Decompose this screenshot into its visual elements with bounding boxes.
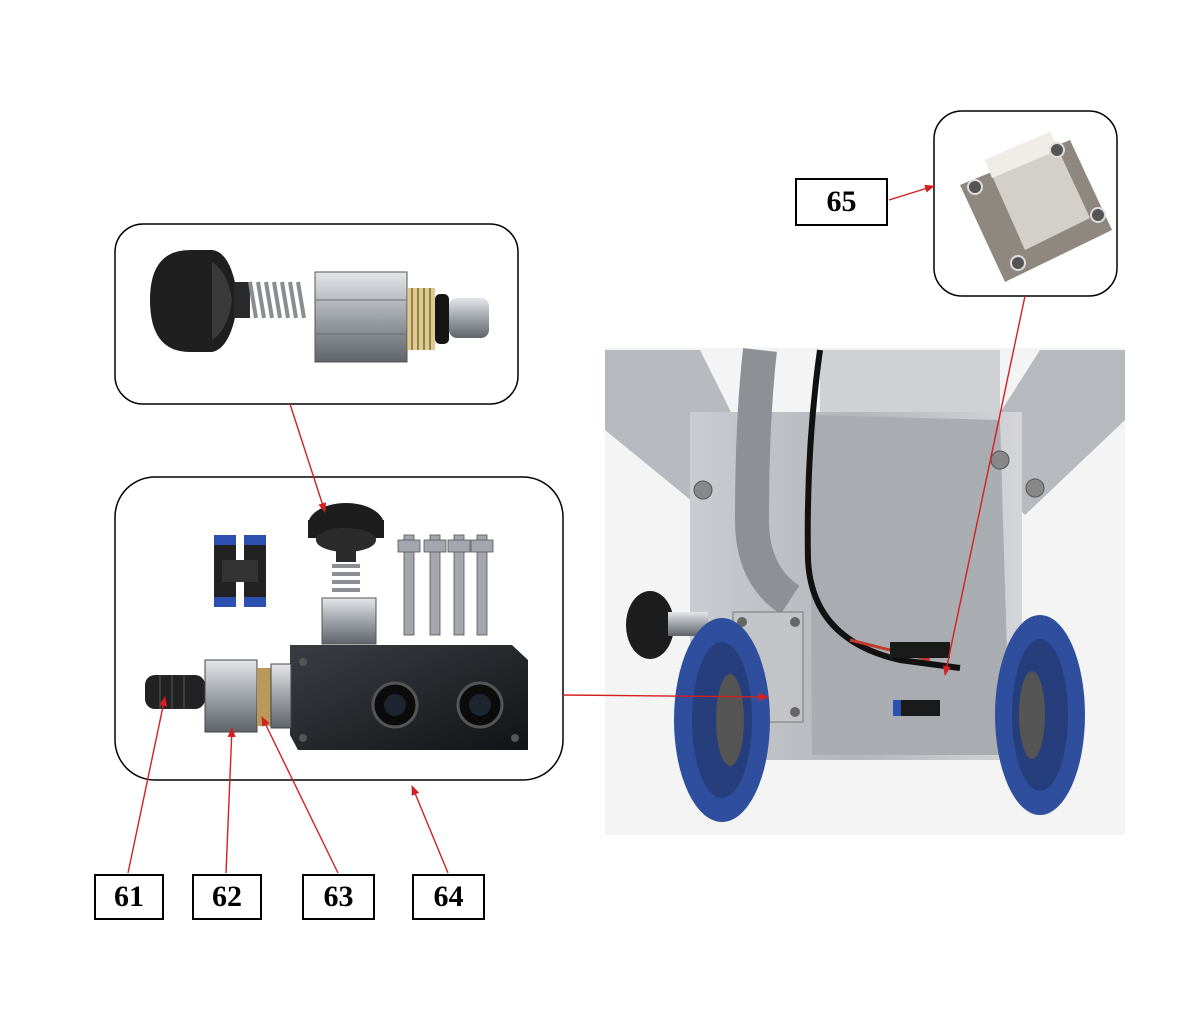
valve-block (290, 645, 528, 750)
part-label-65: 65 (795, 178, 888, 226)
mounting-bracket-photo (960, 132, 1112, 282)
left-wheel (674, 618, 770, 822)
part-label-61: 61 (94, 874, 164, 920)
valve-block-inset (114, 476, 564, 781)
locking-pin-photo (150, 250, 489, 363)
bracket-detail-inset (933, 110, 1118, 297)
arrow-65 (888, 184, 935, 201)
part-label-64: 64 (412, 874, 485, 920)
arrow-pin-to-block (289, 403, 327, 513)
pin-detail-inset (114, 223, 519, 405)
block-knob (308, 503, 384, 645)
arrow-bracket-to-trolley (942, 295, 1026, 676)
arrow-64 (411, 785, 449, 874)
part-label-62: 62 (192, 874, 262, 920)
arrow-61 (127, 696, 168, 874)
part-label-63: 63 (302, 874, 375, 920)
arrow-63 (261, 716, 339, 874)
trolley-assembly-photo (605, 348, 1125, 835)
callout-arrows (127, 184, 1026, 874)
mounting-studs (397, 534, 494, 636)
push-in-union-connector (214, 535, 266, 607)
right-wheel (995, 615, 1085, 815)
arrow-62 (225, 727, 236, 874)
arrow-block-to-trolley (562, 692, 769, 701)
